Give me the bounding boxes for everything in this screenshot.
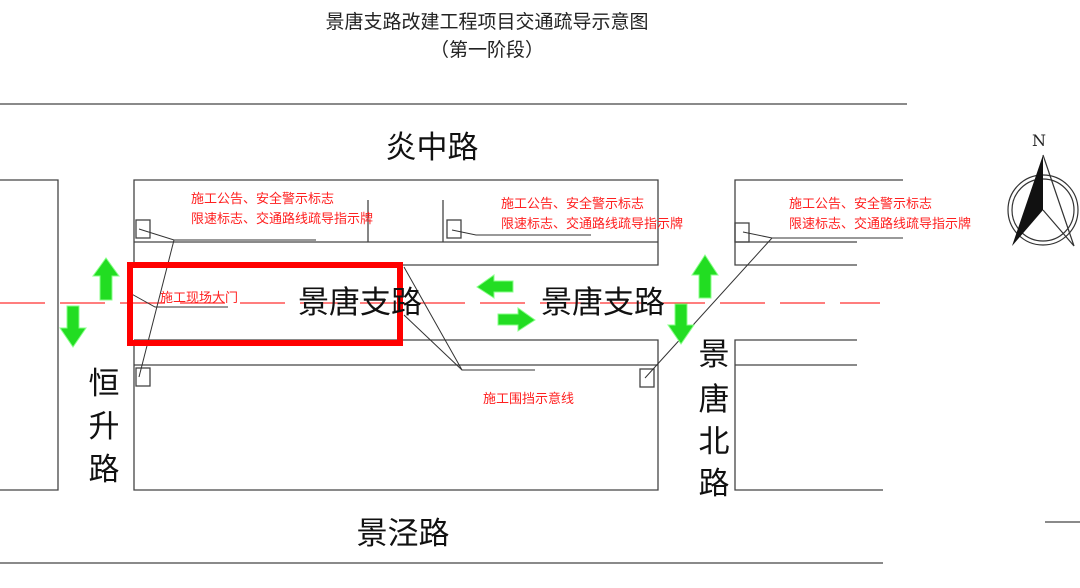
sign-annotation-1: 施工公告、安全警示标志 限速标志、交通路线疏导指示牌 (191, 191, 373, 227)
svg-text:施工公告、安全警示标志: 施工公告、安全警示标志 (789, 196, 932, 212)
svg-text:限速标志、交通路线疏导指示牌: 限速标志、交通路线疏导指示牌 (191, 211, 373, 227)
leader-lines (127, 228, 903, 379)
svg-text:路: 路 (699, 466, 730, 502)
road-label-south: 景泾路 (357, 516, 450, 552)
svg-text:景: 景 (699, 337, 730, 373)
road-label-north: 炎中路 (386, 130, 479, 166)
svg-text:施工公告、安全警示标志: 施工公告、安全警示标志 (191, 191, 334, 207)
svg-text:升: 升 (89, 409, 120, 445)
construction-zone-highlight (127, 262, 403, 346)
gate-annotation: 施工现场大门 (160, 291, 238, 306)
arrow-up-icon (691, 254, 719, 299)
road-label-main-right: 景唐支路 (541, 285, 665, 321)
arrow-left-icon (476, 274, 514, 299)
sign-boxes (135, 219, 750, 388)
sign-annotation-2: 施工公告、安全警示标志 限速标志、交通路线疏导指示牌 (501, 196, 683, 232)
road-label-west: 恒 升 路 (89, 366, 120, 488)
road-edges (0, 103, 1080, 564)
svg-text:限速标志、交通路线疏导指示牌: 限速标志、交通路线疏导指示牌 (789, 216, 971, 232)
traffic-arrows (59, 254, 719, 348)
arrow-down-icon (667, 303, 695, 345)
arrow-right-icon (497, 307, 536, 332)
arrow-down-icon (59, 305, 87, 348)
svg-text:N: N (1032, 131, 1046, 150)
svg-text:唐: 唐 (699, 382, 730, 418)
fence-annotation: 施工围挡示意线 (483, 391, 574, 407)
north-compass-icon: N (1007, 131, 1079, 247)
svg-text:北: 北 (699, 424, 730, 460)
diagram-title: 景唐支路改建工程项目交通疏导示意图 (325, 11, 648, 33)
svg-text:路: 路 (89, 452, 120, 488)
road-label-main-left: 景唐支路 (298, 285, 422, 321)
sign-annotation-3: 施工公告、安全警示标志 限速标志、交通路线疏导指示牌 (789, 196, 971, 232)
arrow-up-icon (92, 257, 120, 301)
road-label-east: 景 唐 北 路 (699, 337, 730, 502)
svg-text:恒: 恒 (89, 366, 120, 402)
svg-text:限速标志、交通路线疏导指示牌: 限速标志、交通路线疏导指示牌 (501, 216, 683, 232)
svg-text:施工公告、安全警示标志: 施工公告、安全警示标志 (501, 196, 644, 212)
diagram-subtitle: （第一阶段） (430, 39, 544, 61)
